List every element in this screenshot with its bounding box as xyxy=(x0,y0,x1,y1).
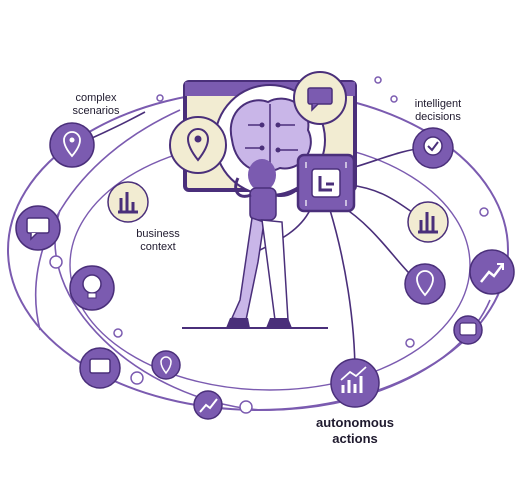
chat-icon-right xyxy=(453,315,483,345)
chip-logo-icon xyxy=(296,153,356,213)
pin-icon-left xyxy=(49,111,146,168)
trend-icon-small xyxy=(193,390,223,420)
chart-icon-right xyxy=(407,201,449,243)
check-icon xyxy=(412,127,454,169)
chart-icon-business xyxy=(107,181,149,223)
label-business-context: business context xyxy=(136,228,180,254)
label-autonomous-actions: autonomous actions xyxy=(316,415,394,446)
chat-icon-top xyxy=(293,71,347,125)
trend-icon-right xyxy=(469,249,515,295)
pin-icon-screen xyxy=(169,116,227,174)
label-intelligent-decisions: intelligent decisions xyxy=(414,98,462,124)
decorative-dots xyxy=(49,76,489,414)
pin-icon-bottom xyxy=(151,350,181,380)
chart-icon-autonomous xyxy=(330,358,380,408)
chat-icon-left xyxy=(15,205,61,251)
lightbulb-icon xyxy=(69,265,115,311)
pin-icon-right xyxy=(404,263,446,305)
label-complex-scenarios: complex scenarios xyxy=(72,92,120,118)
chat-icon-bottom-left xyxy=(79,347,121,389)
orbit-arc-1 xyxy=(34,109,181,331)
